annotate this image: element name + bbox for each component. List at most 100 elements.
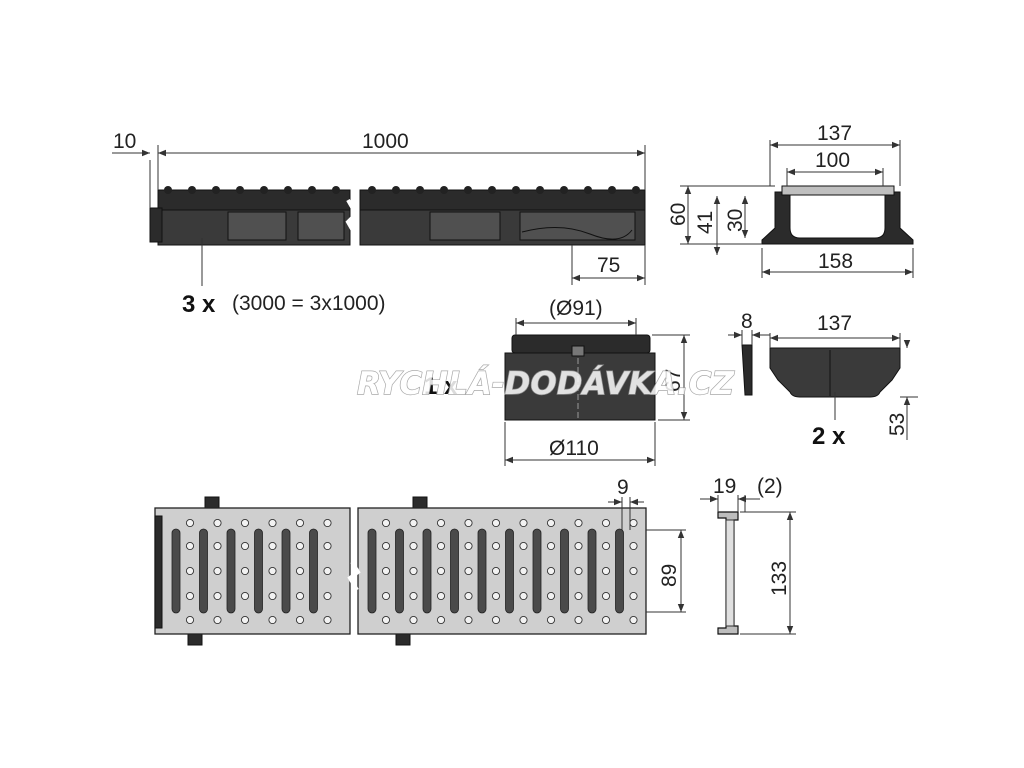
grate-hole xyxy=(629,541,638,551)
outlet-notch xyxy=(571,345,585,357)
grate-hole xyxy=(323,591,332,601)
grate-hole xyxy=(464,566,473,576)
grate-slot xyxy=(587,528,597,614)
grate-hole xyxy=(574,518,583,528)
grate-hole xyxy=(240,591,250,601)
dim-grate-profile-gap: (2) xyxy=(757,475,783,498)
grate-hole xyxy=(185,541,195,551)
grate-hole xyxy=(268,541,277,551)
dim-cross-base-width: 158 xyxy=(818,250,853,273)
grate-slot-pattern xyxy=(171,518,638,625)
dim-end-cap-width: 137 xyxy=(817,312,852,335)
grate-hole xyxy=(323,541,332,551)
grate-hole xyxy=(464,591,473,601)
grate-hole xyxy=(519,591,528,601)
grate-hole xyxy=(464,615,473,625)
channel-top-rail-left xyxy=(157,189,351,211)
grate-hole xyxy=(185,518,195,528)
end-cap-front-view xyxy=(769,347,901,398)
grate-hole xyxy=(295,566,305,576)
channel-quantity-note: (3000 = 3x1000) xyxy=(232,292,386,315)
grate-slot xyxy=(477,528,487,614)
grate-slot xyxy=(505,528,514,614)
grate-hole xyxy=(323,615,332,625)
grate-hole xyxy=(491,566,501,576)
grate-slot xyxy=(309,528,318,614)
dim-end-cap: 10 xyxy=(113,130,136,153)
dim-cross-width: 137 xyxy=(817,122,852,145)
grate-hole xyxy=(268,615,277,625)
grate-slot xyxy=(254,528,263,614)
grate-hole xyxy=(574,591,583,601)
grate-hole xyxy=(268,591,277,601)
grate-hole xyxy=(574,541,583,551)
grate-hole xyxy=(268,566,277,576)
grate-hole xyxy=(213,566,222,576)
cross-section-dimensions: 137 100 60 41 30 158 xyxy=(667,122,914,278)
channel-dimensions: 10 1000 75 xyxy=(112,130,646,285)
channel-end-cap-left xyxy=(149,207,163,243)
grate-profile xyxy=(717,511,739,635)
grate-slot xyxy=(367,528,377,614)
grate-hole xyxy=(574,615,583,625)
grate-hole xyxy=(185,591,195,601)
cross-section-channel xyxy=(789,194,886,239)
grate-slot xyxy=(560,528,569,614)
grate-hole xyxy=(409,566,418,576)
grate-hole xyxy=(268,518,277,528)
grate-hole xyxy=(546,591,556,601)
grate-hole xyxy=(323,566,332,576)
grate-hole xyxy=(436,518,446,528)
grate-hole xyxy=(519,541,528,551)
grate-hole xyxy=(381,615,391,625)
grate-right-segment xyxy=(357,507,647,635)
grate-hole xyxy=(240,518,250,528)
grate-hole xyxy=(295,591,305,601)
grate-hole xyxy=(464,518,473,528)
grate-hole xyxy=(409,518,418,528)
grate-hole xyxy=(519,518,528,528)
grate-hole xyxy=(213,541,222,551)
grate-slot xyxy=(395,528,404,614)
grate-dimensions: 9 89 xyxy=(608,476,686,613)
grate-profile-dimensions: 19 (2) 133 xyxy=(700,475,796,635)
end-cap-dimensions: 8 137 53 xyxy=(728,310,918,440)
grate-hole xyxy=(629,615,638,625)
grate-hole xyxy=(546,615,556,625)
grate-hole xyxy=(601,615,611,625)
outlet-body xyxy=(504,352,656,421)
grate-hole xyxy=(381,541,391,551)
break-mark xyxy=(345,199,359,237)
grate-hole xyxy=(629,591,638,601)
grate-slot xyxy=(615,528,624,614)
grate-hole xyxy=(601,591,611,601)
dim-cross-height-60: 60 xyxy=(667,203,690,226)
grate-hole xyxy=(629,518,638,528)
grate-hole xyxy=(464,541,473,551)
grate-hole xyxy=(213,615,222,625)
grate-slot xyxy=(422,528,432,614)
grate-hole xyxy=(436,541,446,551)
grate-hole xyxy=(546,541,556,551)
dim-outlet-outer-diameter: Ø110 xyxy=(549,437,599,460)
dim-cross-inner-width: 100 xyxy=(815,149,850,172)
dim-grate-profile-width: 19 xyxy=(713,475,736,498)
outlet-quantity: 1 x xyxy=(424,373,458,400)
outlet-part xyxy=(504,334,656,421)
grate-hole xyxy=(491,541,501,551)
dim-cross-height-41: 41 xyxy=(694,211,717,234)
grate-hole xyxy=(601,566,611,576)
grate-slot xyxy=(450,528,459,614)
channel-recess-left xyxy=(227,211,287,241)
cross-section-grate xyxy=(781,185,895,196)
channel-top-rail-right xyxy=(359,189,646,211)
grate-hole xyxy=(381,518,391,528)
grate-hole xyxy=(409,591,418,601)
outlet-dimensions: (Ø91) Ø110 67 xyxy=(504,297,690,466)
grate-slot xyxy=(532,528,542,614)
watermark-text: RYCHLÁ-DODÁVKA.CZ xyxy=(357,366,734,402)
grate-hole xyxy=(295,541,305,551)
grate-hole xyxy=(629,566,638,576)
grate-break-mark xyxy=(347,560,361,592)
grate-hole xyxy=(436,591,446,601)
